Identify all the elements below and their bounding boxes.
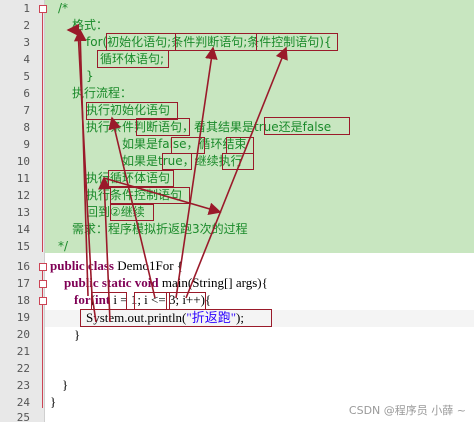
line-number: 3	[23, 36, 30, 49]
string-literal: "折返跑"	[186, 310, 237, 325]
code-line: }	[74, 327, 81, 342]
annotation-box	[136, 118, 190, 136]
comment-line: 如果是true，继续执行	[122, 154, 243, 168]
comment-line: 执行初始化语句	[86, 103, 171, 117]
flow-arrow	[103, 177, 222, 215]
code-line-main: public static void main(String[] args){	[64, 276, 268, 290]
line-number: 5	[23, 70, 30, 83]
code-text: System.out.println(	[86, 310, 187, 325]
flow-arrow	[66, 23, 97, 323]
line-number: 17	[16, 277, 30, 290]
comment-line: 回到②继续	[86, 205, 145, 219]
comment-line: 执行条件判断语句，看其结果是true还是false	[86, 120, 332, 134]
line-number: 21	[16, 345, 30, 358]
code-line-class: public class Demo1For {	[50, 259, 183, 273]
line-number: 14	[16, 223, 30, 236]
keyword: for	[74, 292, 91, 307]
line-number: 9	[23, 138, 30, 151]
annotation-box	[86, 102, 178, 120]
line-number: 13	[16, 206, 30, 219]
fold-minus-icon[interactable]	[39, 5, 47, 13]
line-number: 22	[16, 362, 30, 375]
line-number: 4	[23, 53, 30, 66]
fold-guide	[42, 270, 43, 408]
line-number: 25	[16, 411, 30, 422]
comment-line: for(初始化语句;条件判断语句;条件控制语句){	[86, 35, 332, 49]
line-number-gutter: 1 2 3 4 5 6 7 8 9 10 11 12 13 14 15 16 1…	[0, 0, 47, 422]
flow-arrow	[175, 46, 218, 299]
code-line: }	[62, 377, 69, 392]
comment-line: 执行流程：	[72, 86, 133, 100]
line-number: 20	[16, 328, 30, 341]
fold-minus-icon[interactable]	[39, 280, 47, 288]
line-number: 15	[16, 240, 30, 253]
current-line-highlight	[45, 310, 474, 327]
code-text: Demo1For {	[113, 258, 184, 273]
line-number: 16	[16, 260, 30, 273]
line-number: 18	[16, 294, 30, 307]
keyword: int	[94, 292, 111, 307]
code-line: }	[50, 394, 57, 409]
line-number: 10	[16, 155, 30, 168]
annotation-box	[256, 33, 338, 51]
line-number: 19	[16, 311, 30, 324]
comment-line: 循环体语句;	[100, 52, 165, 66]
annotation-box	[80, 309, 272, 327]
comment-line: 如果是false，循环结束	[122, 137, 247, 151]
line-number: 6	[23, 87, 30, 100]
line-number: 23	[16, 379, 30, 392]
annotation-box	[97, 50, 169, 68]
line-number: 8	[23, 121, 30, 134]
line-number: 2	[23, 19, 30, 32]
annotation-box	[162, 153, 192, 170]
code-text: );	[236, 310, 244, 325]
line-number: 7	[23, 104, 30, 117]
fold-minus-icon[interactable]	[39, 297, 47, 305]
line-number: 24	[16, 396, 30, 409]
watermark: CSDN @程序员 小薛 ~	[348, 404, 466, 417]
code-line-println: System.out.println("折返跑");	[86, 311, 244, 325]
fold-guide	[42, 12, 43, 252]
comment-line: 需求：程序模拟折返跑3次的过程	[72, 222, 248, 236]
annotation-box	[110, 187, 190, 204]
flow-arrow	[73, 28, 89, 297]
line-number: 1	[23, 2, 30, 15]
fold-minus-icon[interactable]	[39, 263, 47, 271]
line-number: 12	[16, 189, 30, 202]
line-number: 11	[16, 172, 30, 185]
flow-arrow	[185, 46, 288, 299]
comment-line: }	[86, 69, 94, 83]
keyword: public static void	[64, 275, 159, 290]
flow-arrow	[108, 116, 156, 299]
comment-line: /*	[58, 1, 69, 15]
flow-arrow	[98, 176, 111, 323]
annotation-box	[264, 117, 350, 135]
comment-line: */	[58, 239, 69, 253]
